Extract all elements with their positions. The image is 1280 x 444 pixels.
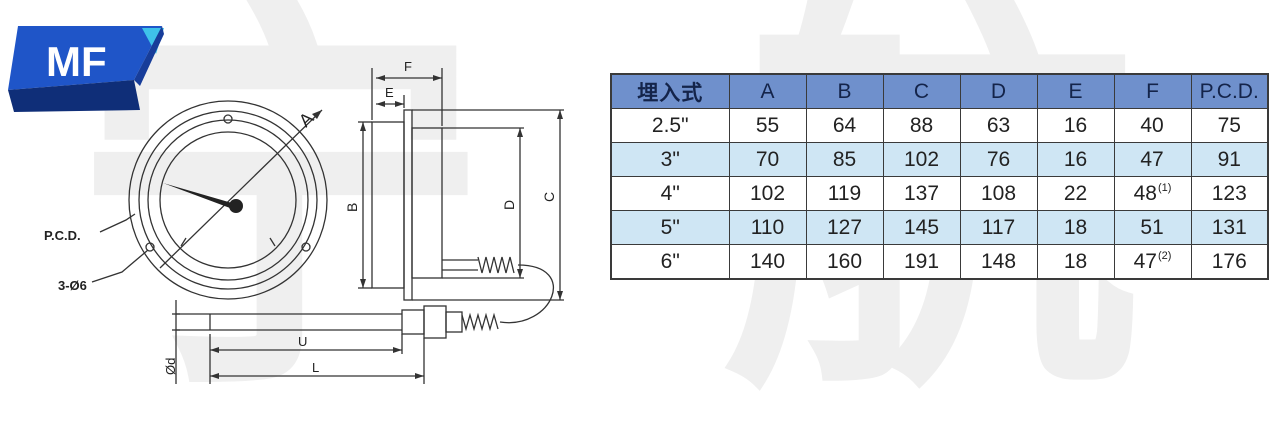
table-row: 2.5" 55 64 88 63 16 40 75 [610, 108, 1269, 143]
fitting-hex [423, 305, 447, 339]
cell-pcd: 131 [1190, 210, 1269, 245]
cell-pcd: 176 [1190, 244, 1269, 280]
cell-d: 63 [959, 108, 1038, 143]
header-e: E [1036, 73, 1115, 109]
header-mount-type: 埋入式 [610, 73, 730, 109]
cell-c: 137 [882, 176, 961, 211]
label-c: C [541, 192, 557, 202]
fitting-body [445, 311, 463, 333]
spring-guard-bottom [461, 312, 499, 332]
cell-f: 47(2) [1113, 244, 1192, 280]
cell-f: 51 [1113, 210, 1192, 245]
cell-e: 16 [1036, 142, 1115, 177]
label-u: U [298, 334, 307, 349]
label-phi-d: Ød [163, 358, 178, 375]
dimension-table: 埋入式 A B C D E F P.C.D. 2.5" 55 64 88 63 … [610, 73, 1269, 280]
cell-b: 85 [805, 142, 884, 177]
flange-side [403, 109, 413, 301]
gauge-technical-drawing: A P.C.D. 3-Ø6 B D C F E U L Ød [44, 59, 564, 384]
label-e: E [385, 85, 394, 100]
cell-a: 140 [728, 244, 807, 280]
cell-f-value: 47 [1140, 147, 1164, 171]
bezel-circle [147, 119, 309, 281]
logo-graphic: MF [8, 26, 164, 112]
cell-c: 191 [882, 244, 961, 280]
cell-size: 4" [610, 176, 730, 211]
spring-guard-top [477, 256, 515, 274]
table-row: 3" 70 85 102 76 16 47 91 [610, 142, 1269, 177]
cell-f-value: 48 [1133, 181, 1157, 205]
header-d: D [959, 73, 1038, 109]
bezel-side [371, 121, 405, 289]
label-b: B [344, 203, 360, 212]
header-f: F [1113, 73, 1192, 109]
cell-f-value: 40 [1140, 113, 1164, 137]
holes-leader [91, 249, 149, 283]
header-pcd: P.C.D. [1190, 73, 1269, 109]
mounting-hole-left [145, 242, 155, 252]
cell-e: 22 [1036, 176, 1115, 211]
cell-d: 76 [959, 142, 1038, 177]
cell-c: 102 [882, 142, 961, 177]
cell-size: 5" [610, 210, 730, 245]
pcd-circle [138, 110, 318, 290]
logo-text: MF [46, 38, 107, 85]
cell-a: 55 [728, 108, 807, 143]
dial-circle [159, 131, 297, 269]
cell-c: 145 [882, 210, 961, 245]
pcd-leader [99, 213, 136, 233]
cell-e: 18 [1036, 210, 1115, 245]
cell-d: 148 [959, 244, 1038, 280]
gauge-needle [163, 183, 232, 208]
cell-a: 102 [728, 176, 807, 211]
table-row: 6" 140 160 191 148 18 47(2) 176 [610, 244, 1269, 280]
table-row: 5" 110 127 145 117 18 51 131 [610, 210, 1269, 245]
table-row: 4" 102 119 137 108 22 48(1) 123 [610, 176, 1269, 211]
cell-a: 110 [728, 210, 807, 245]
cell-f: 40 [1113, 108, 1192, 143]
header-a: A [728, 73, 807, 109]
label-f: F [404, 59, 412, 74]
table-header-row: 埋入式 A B C D E F P.C.D. [610, 73, 1269, 109]
outer-flange-circle [128, 100, 328, 300]
cell-size: 3" [610, 142, 730, 177]
label-a: A [295, 108, 318, 131]
needle-hub [229, 199, 243, 213]
cell-a: 70 [728, 142, 807, 177]
cell-b: 127 [805, 210, 884, 245]
cell-size: 2.5" [610, 108, 730, 143]
cell-pcd: 75 [1190, 108, 1269, 143]
cell-pcd: 123 [1190, 176, 1269, 211]
cell-b: 64 [805, 108, 884, 143]
cell-f-note: (2) [1157, 249, 1172, 262]
header-b: B [805, 73, 884, 109]
header-c: C [882, 73, 961, 109]
fitting-nut [401, 309, 425, 335]
mounting-hole-top [223, 114, 233, 124]
cell-f-note: (1) [1157, 181, 1172, 194]
dimension-a-line [159, 109, 323, 269]
cell-f-value: 51 [1140, 215, 1164, 239]
label-holes: 3-Ø6 [58, 278, 87, 293]
cell-c: 88 [882, 108, 961, 143]
label-pcd: P.C.D. [44, 228, 81, 243]
capillary-tube [499, 264, 554, 324]
cell-e: 18 [1036, 244, 1115, 280]
mounting-hole-right [301, 242, 311, 252]
cell-size: 6" [610, 244, 730, 280]
cell-f: 47 [1113, 142, 1192, 177]
label-d: D [501, 200, 517, 210]
cell-b: 160 [805, 244, 884, 280]
case-side [411, 127, 443, 279]
cell-e: 16 [1036, 108, 1115, 143]
cell-d: 117 [959, 210, 1038, 245]
cell-f: 48(1) [1113, 176, 1192, 211]
cell-b: 119 [805, 176, 884, 211]
cell-f-value: 47 [1133, 249, 1157, 273]
cell-pcd: 91 [1190, 142, 1269, 177]
label-l: L [312, 360, 319, 375]
brand-logo: MF [6, 24, 166, 114]
cell-d: 108 [959, 176, 1038, 211]
